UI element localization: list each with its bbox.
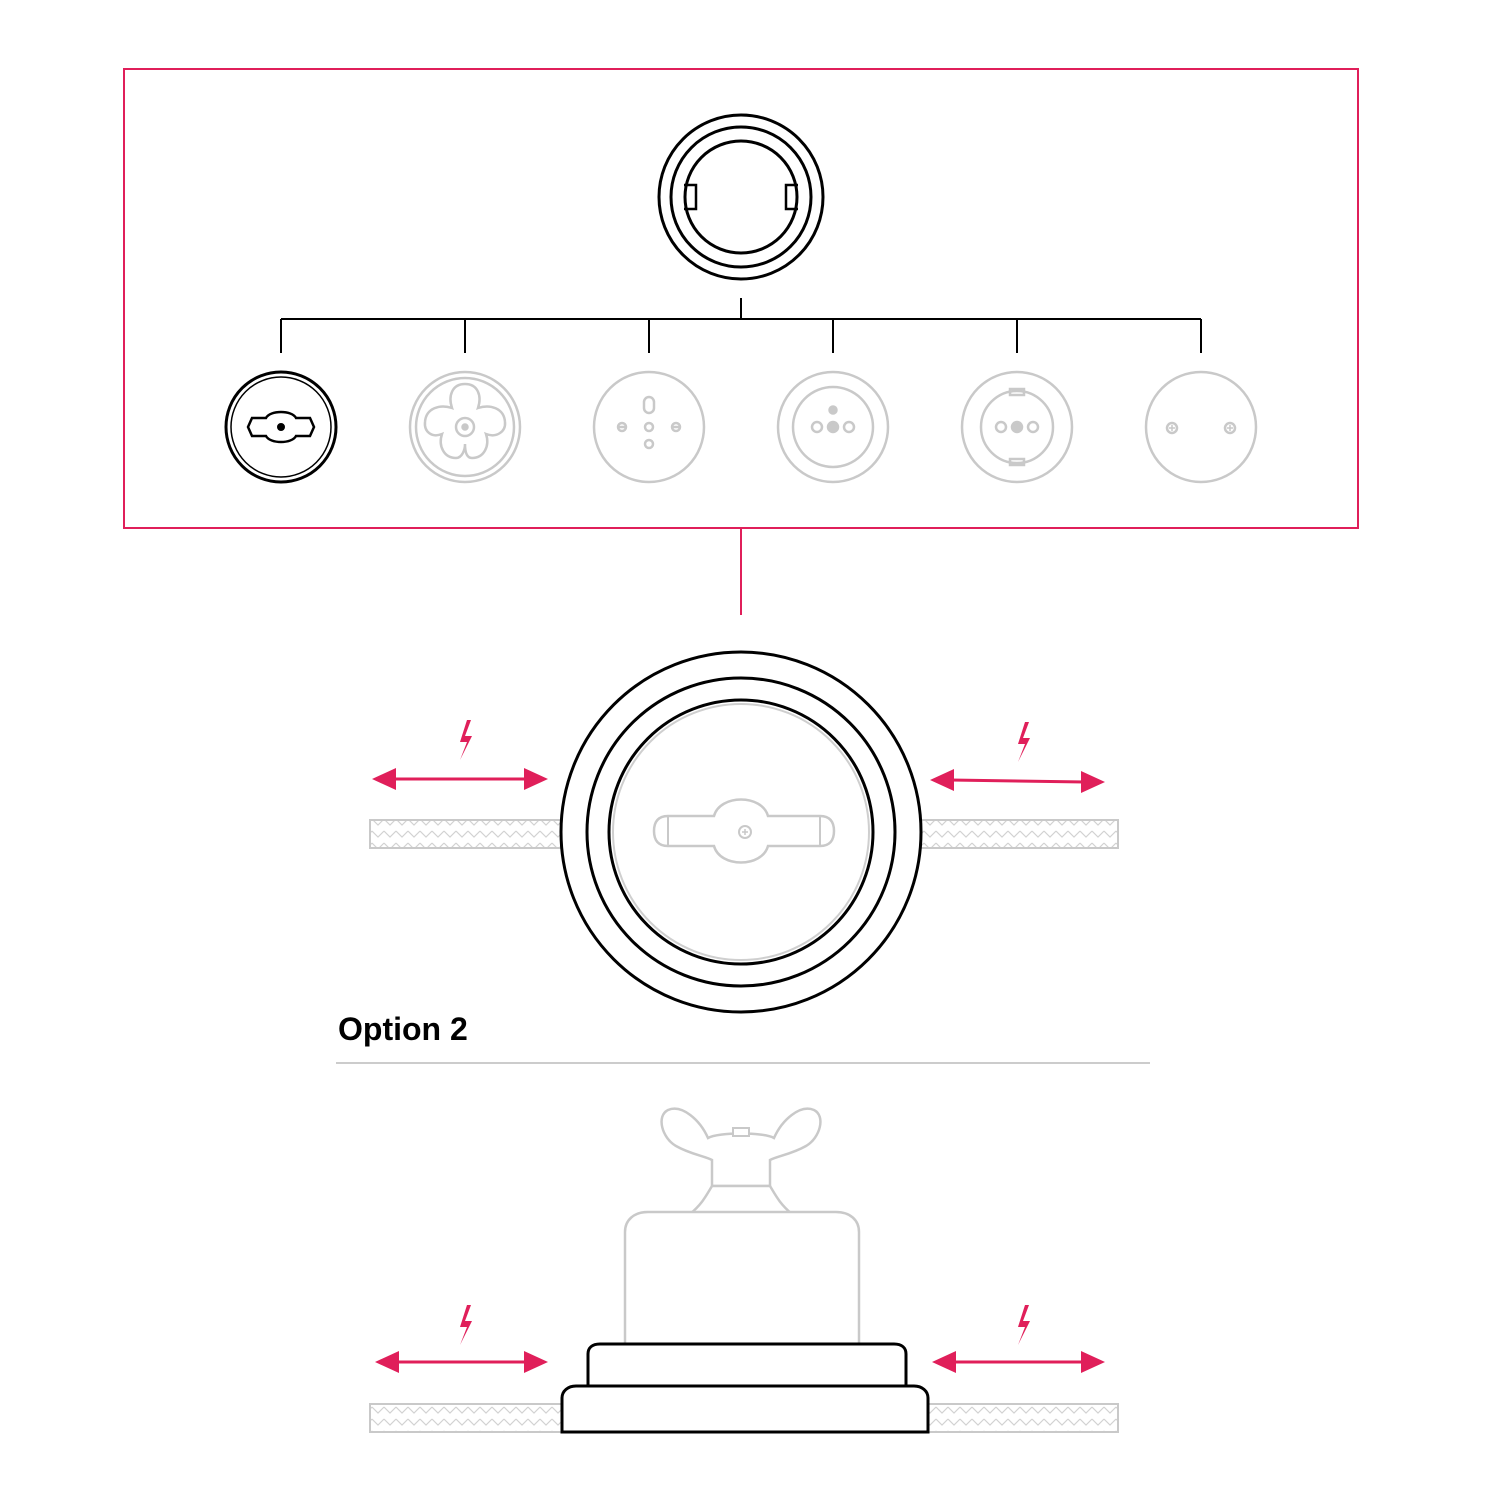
- cable-left-top: [369, 819, 566, 849]
- lightning-icon: [1018, 1305, 1030, 1345]
- variant-tree-lines: [280, 298, 1202, 353]
- variant-schuko-socket-icon[interactable]: [960, 370, 1074, 484]
- cable-right-top: [914, 819, 1119, 849]
- switch-top-view: [559, 650, 923, 1014]
- variant-star-knob-icon[interactable]: [408, 370, 522, 484]
- lightning-icon: [460, 1305, 472, 1345]
- lightning-icon: [1018, 722, 1030, 762]
- lightning-icon: [460, 720, 472, 760]
- power-arrow-right-side: [932, 1351, 1105, 1373]
- switch-side-view: [560, 1107, 930, 1434]
- power-arrow-right-top: [930, 769, 1105, 793]
- variant-italian-socket-icon[interactable]: [592, 370, 706, 484]
- power-arrow-left-top: [372, 768, 548, 790]
- option-label: Option 2: [338, 1011, 468, 1047]
- variant-french-socket-icon[interactable]: [776, 370, 890, 484]
- base-plate-icon: [657, 113, 825, 281]
- variant-turn-switch-icon[interactable]: [224, 370, 338, 484]
- cable-right-side: [924, 1403, 1119, 1433]
- power-arrow-left-side: [375, 1351, 548, 1373]
- variant-blank-plate-icon[interactable]: [1144, 370, 1258, 484]
- cable-left-side: [369, 1403, 566, 1433]
